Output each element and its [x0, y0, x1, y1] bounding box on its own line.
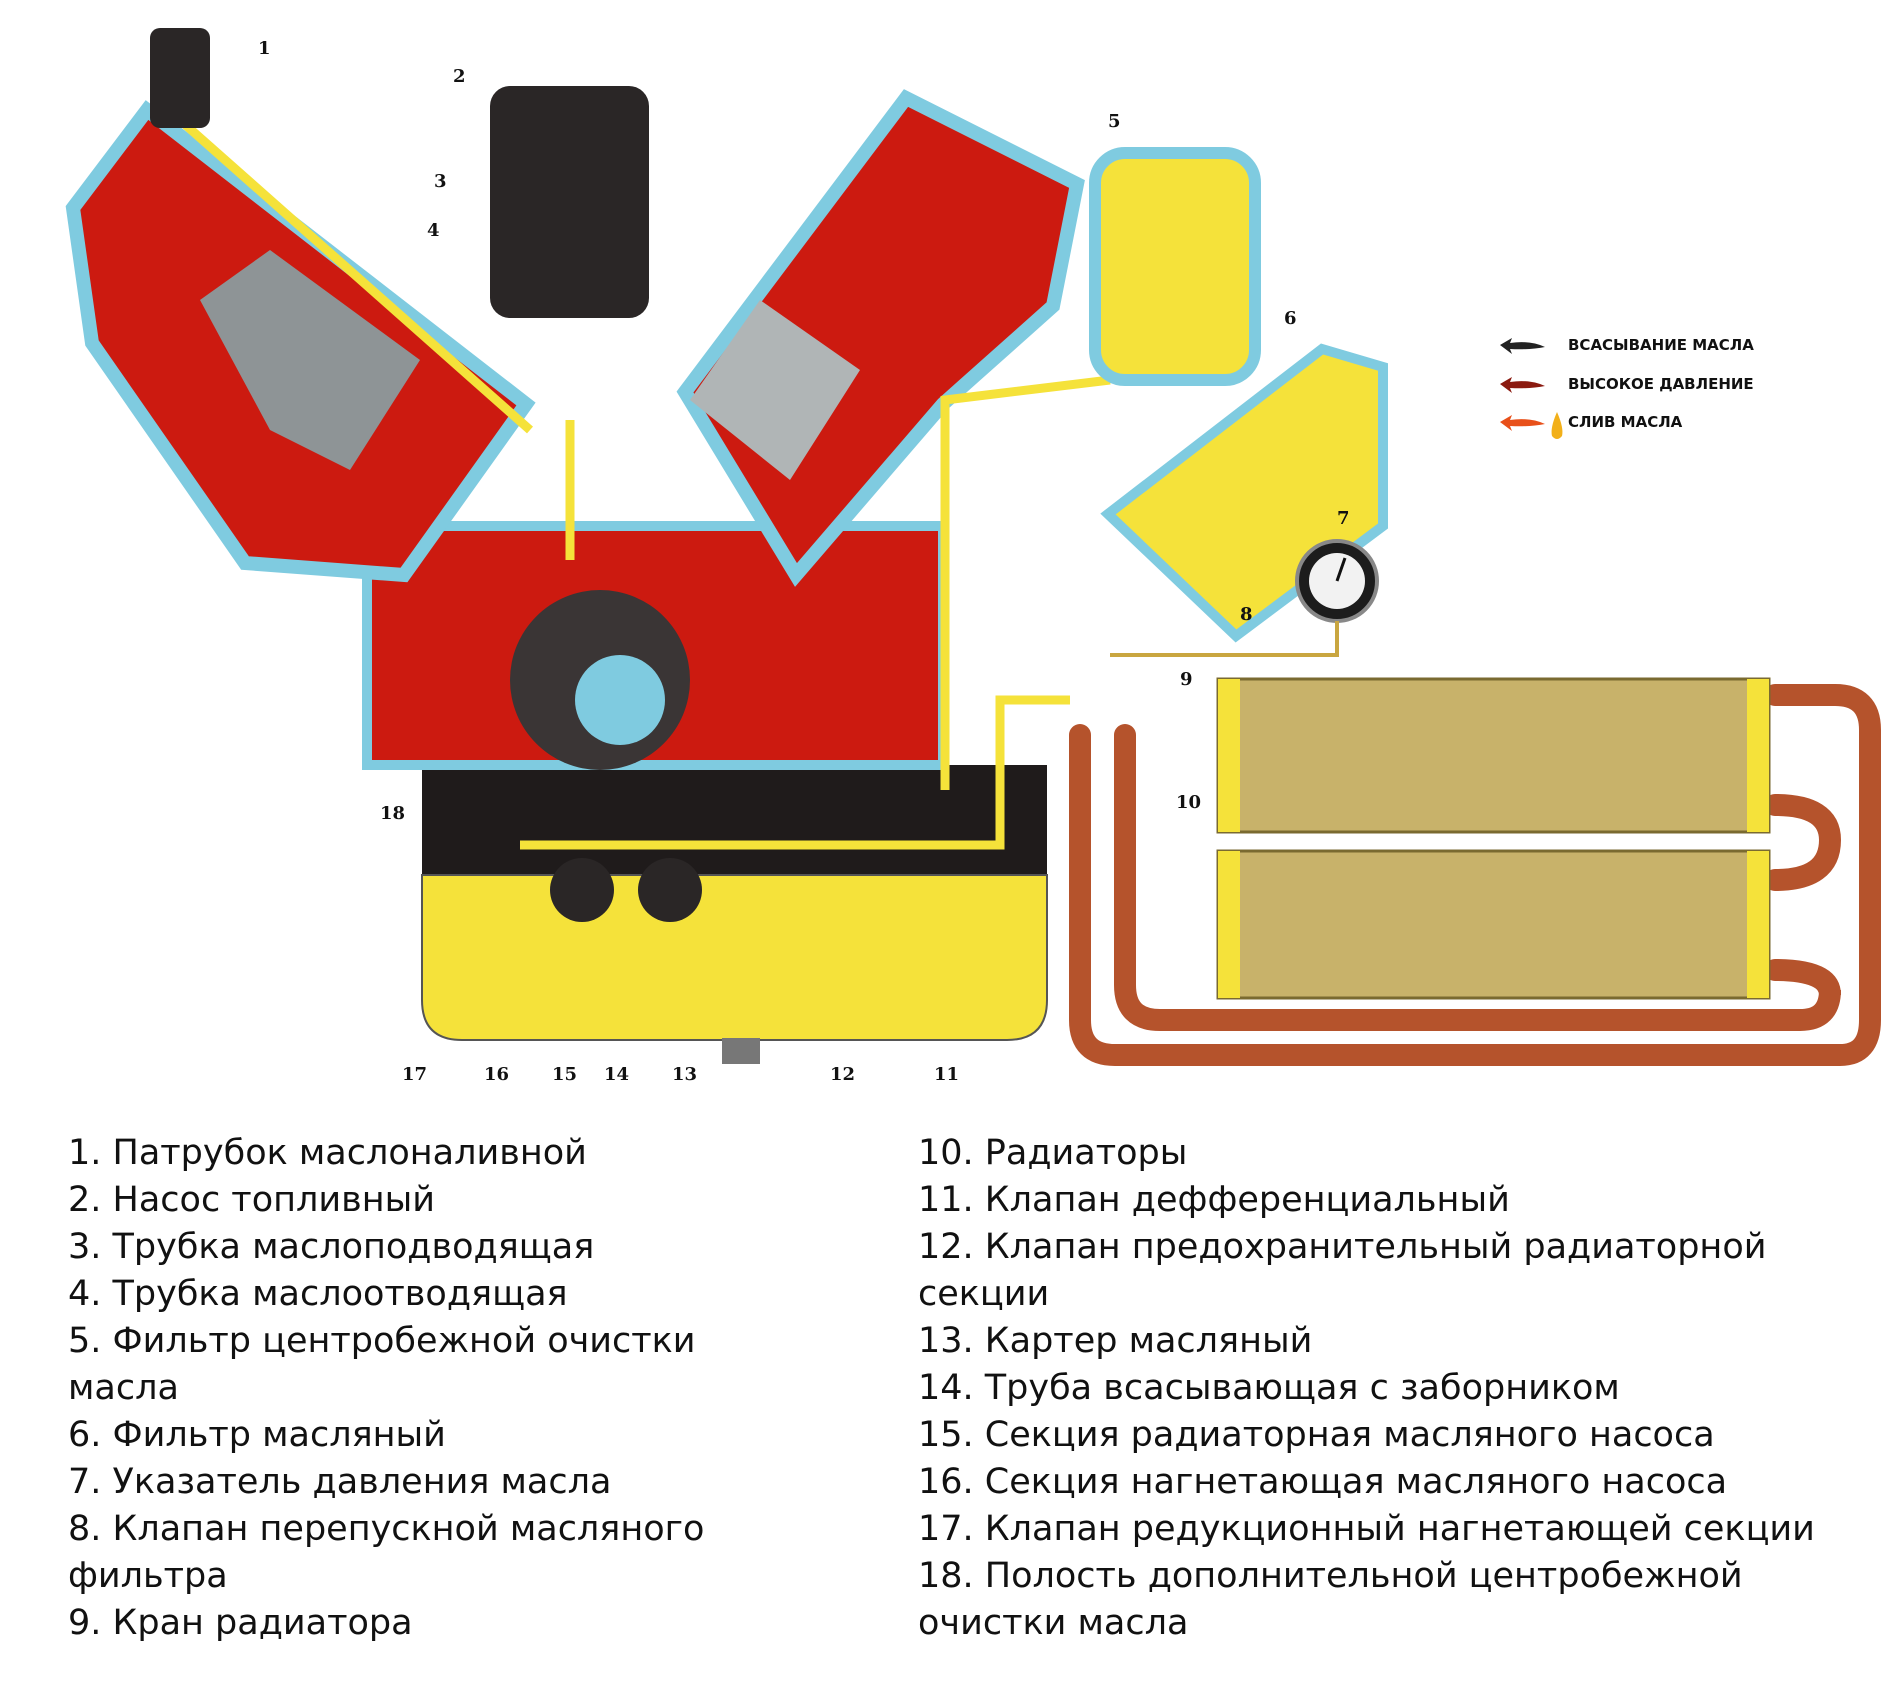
part-item: 14. Труба всасывающая с заборником [918, 1368, 1620, 1408]
part-item: 12. Клапан предохранительный радиаторной… [918, 1227, 1778, 1314]
right-piston [690, 300, 860, 480]
oil-pan-sump [422, 765, 1047, 875]
callout-11: 11 [934, 1064, 959, 1085]
part-item: 18. Полость дополнительной центробежной … [918, 1556, 1754, 1643]
callout-15: 15 [552, 1064, 577, 1085]
legend-arrow-high-pressure-icon [1500, 377, 1545, 393]
callout-16: 16 [484, 1064, 509, 1085]
oil-pan [421, 874, 1048, 1041]
part-item: 15. Секция радиаторная масляного насоса [918, 1415, 1715, 1455]
legend: ВСАСЫВАНИЕ МАСЛА ВЫСОКОЕ ДАВЛЕНИЕ СЛИВ М… [1500, 336, 1754, 439]
part-item: 8. Клапан перепускной масляного фильтра [68, 1509, 716, 1596]
callout-5: 5 [1108, 111, 1121, 132]
part-item: 1. Патрубок маслоналивной [68, 1133, 587, 1173]
part-item: 5. Фильтр центробежной очистки масла [68, 1321, 707, 1408]
callout-7: 7 [1337, 508, 1350, 529]
callout-3: 3 [434, 171, 447, 192]
part-item: 7. Указатель давления масла [68, 1462, 612, 1502]
callout-4: 4 [427, 220, 440, 241]
callout-2: 2 [453, 66, 466, 87]
engine-lubrication-diagram: 1 2 3 4 5 6 7 8 9 10 11 12 13 14 15 16 1… [65, 28, 1881, 1085]
callout-10: 10 [1176, 792, 1201, 813]
left-piston [200, 250, 420, 470]
callout-1: 1 [258, 38, 271, 59]
part-item: 9. Кран радиатора [68, 1603, 413, 1643]
part-item: 16. Секция нагнетающая масляного насоса [918, 1462, 1728, 1502]
pump-gear-right [638, 858, 702, 922]
filler-neck [150, 28, 210, 128]
legend-drain: СЛИВ МАСЛА [1568, 413, 1683, 431]
callout-8: 8 [1240, 604, 1253, 625]
parts-list-left: 1. Патрубок маслоналивной 2. Насос топли… [68, 1130, 788, 1647]
pump-gear-left [550, 858, 614, 922]
legend-high-pressure: ВЫСОКОЕ ДАВЛЕНИЕ [1568, 375, 1754, 393]
centrifugal-filter [1089, 147, 1261, 386]
callout-13: 13 [672, 1064, 697, 1085]
part-item: 2. Насос топливный [68, 1180, 436, 1220]
legend-arrow-drain-icon [1500, 415, 1545, 431]
callout-12: 12 [830, 1064, 855, 1085]
callout-9: 9 [1180, 669, 1193, 690]
legend-arrow-suction-icon [1500, 338, 1545, 354]
radiator-pipes [1069, 684, 1881, 1066]
callout-17: 17 [402, 1064, 427, 1085]
oil-channels [177, 116, 1111, 850]
gauge-needle [1335, 557, 1347, 582]
oil-drop-icon [1551, 412, 1563, 439]
callout-labels: 1 2 3 4 5 6 7 8 9 10 11 12 13 14 15 16 1… [258, 38, 1350, 1085]
part-item: 10. Радиаторы [918, 1133, 1188, 1173]
callout-14: 14 [604, 1064, 629, 1085]
centrifugal-cavity [575, 655, 665, 745]
part-item: 17. Клапан редукционный нагнетающей секц… [918, 1509, 1815, 1549]
part-item: 13. Картер масляный [918, 1321, 1313, 1361]
part-item: 4. Трубка маслоотводящая [68, 1274, 568, 1314]
part-item: 3. Трубка маслоподводящая [68, 1227, 595, 1267]
callout-18: 18 [380, 803, 405, 824]
radiators [1216, 677, 1771, 1000]
callout-6: 6 [1284, 308, 1297, 329]
fuel-pump [490, 86, 649, 318]
part-item: 11. Клапан дефференциальный [918, 1180, 1510, 1220]
parts-list-right: 10. Радиаторы 11. Клапан дефференциальны… [918, 1130, 1878, 1647]
part-item: 6. Фильтр масляный [68, 1415, 446, 1455]
drain-plug [722, 1038, 760, 1064]
legend-suction: ВСАСЫВАНИЕ МАСЛА [1568, 336, 1754, 354]
